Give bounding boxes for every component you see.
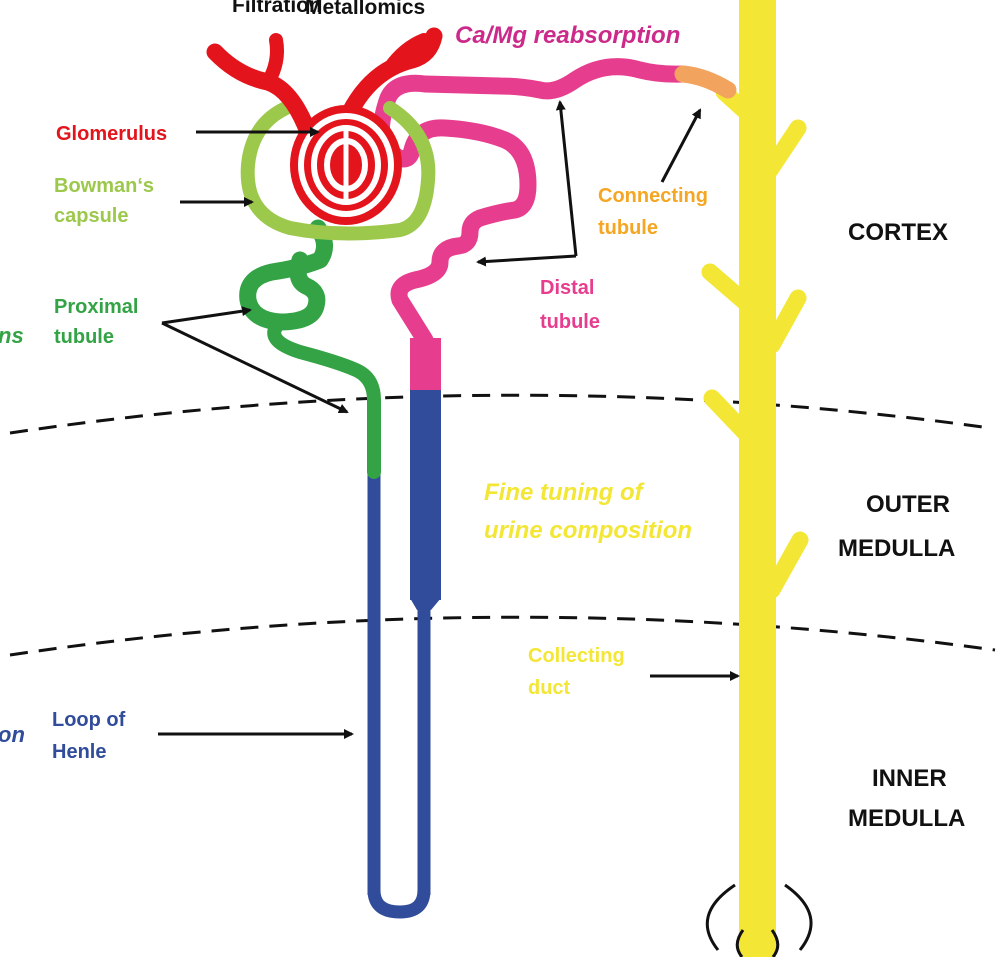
collecting-duct-branch xyxy=(772,540,800,590)
connecting-label-line1: Connecting xyxy=(598,185,708,207)
loop-of-henle xyxy=(374,388,441,912)
collecting-label-line1: Collecting xyxy=(528,645,625,667)
fine-tuning-label-line2: urine composition xyxy=(484,517,692,544)
glomerulus-label: Glomerulus xyxy=(56,123,167,145)
collecting-duct-trunk xyxy=(739,0,776,957)
afferent-branch xyxy=(268,40,277,82)
collecting-label-line2: duct xyxy=(528,677,571,699)
distal-label-line1: Distal xyxy=(540,277,594,299)
bowman-label-line1: Bowman‘s xyxy=(54,175,154,197)
ca-mg-reabsorption-label: Ca/Mg reabsorption xyxy=(455,22,680,49)
proximal-label-line2: tubule xyxy=(54,326,114,348)
distal-label-line2: tubule xyxy=(540,311,600,333)
proximal-tubule xyxy=(248,228,374,472)
proximal-looping-segment xyxy=(274,322,374,472)
fine-tuning-label-line1: Fine tuning of xyxy=(484,479,645,506)
left-cut-label-loop: on xyxy=(0,722,25,747)
zone-inner-label-line1: INNER xyxy=(872,765,947,792)
bowman-label-line2: capsule xyxy=(54,205,128,227)
papilla-outline xyxy=(707,885,735,950)
left-cut-label-proximal: ns xyxy=(0,323,24,348)
distal-arrow-2 xyxy=(478,256,576,262)
outer-inner-boundary xyxy=(10,617,995,655)
zone-inner-label-line2: MEDULLA xyxy=(848,805,965,832)
connecting-arrow xyxy=(662,110,700,182)
proximal-label-line1: Proximal xyxy=(54,296,138,318)
proximal-convoluted-segment xyxy=(248,228,325,322)
loop-label-line1: Loop of xyxy=(52,709,126,731)
loop-bend xyxy=(374,890,424,912)
zone-outer-label-line1: OUTER xyxy=(866,491,950,518)
connecting-tubule xyxy=(683,74,728,90)
proximal-arrow-2 xyxy=(162,323,347,412)
loop-label-line2: Henle xyxy=(52,741,106,763)
zone-cortex-label: CORTEX xyxy=(848,219,948,246)
cortex-medulla-boundary xyxy=(10,395,990,433)
distal-arrow-1 xyxy=(560,102,576,256)
limb-taper xyxy=(410,598,441,610)
header-text-metallomics: Metallomics xyxy=(305,0,425,19)
papilla-outline xyxy=(785,885,811,950)
collecting-duct xyxy=(707,0,811,957)
proximal-arrow-1 xyxy=(162,310,250,323)
connecting-label-line2: tubule xyxy=(598,217,658,239)
zone-outer-label-line2: MEDULLA xyxy=(838,535,955,562)
thick-ascending-limb xyxy=(410,388,441,600)
